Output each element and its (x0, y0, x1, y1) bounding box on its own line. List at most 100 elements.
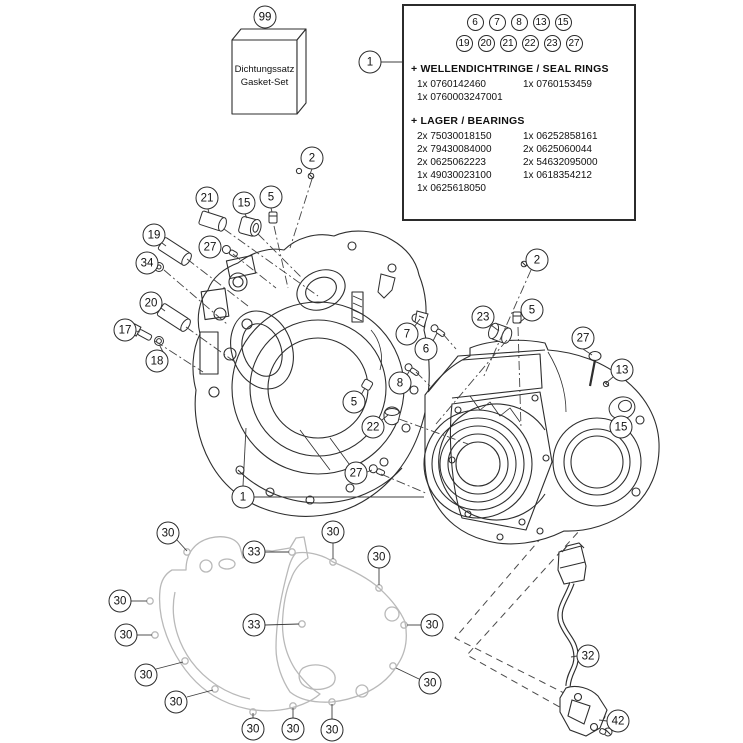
part-number-row: 1x 0625618050 (417, 182, 634, 195)
part-number: 1x 0760003247001 (417, 92, 503, 103)
callout-15: 15 (554, 14, 572, 31)
info-box-sections: + WELLENDICHTRINGE / SEAL RINGS 1x 076014… (404, 63, 634, 195)
callout-21: 21 (499, 35, 517, 52)
part-number: 2x 79430084000 (417, 144, 492, 155)
part-number-row: 2x 0625062223 2x 54632095000 (417, 156, 634, 169)
callout-30: 30 (320, 718, 344, 742)
callout-27: 27 (565, 35, 583, 52)
hardware-parts (129, 167, 636, 737)
callout-23: 23 (543, 35, 561, 52)
dowel-pin-21 (198, 210, 227, 232)
callout-33: 33 (242, 540, 266, 564)
gasket-set-label-de: Dichtungssatz (234, 64, 295, 75)
part-number-row: 1x 0760142460 1x 0760153459 (417, 78, 634, 91)
left-crankcase-half (192, 230, 430, 517)
callout-22: 22 (521, 35, 539, 52)
gasket-set-label-en: Gasket-Set (240, 77, 289, 88)
sleeve-20 (156, 303, 191, 332)
plug-5-right (512, 311, 522, 324)
right-crankcase-half (423, 339, 660, 545)
callout-21: 21 (195, 186, 219, 210)
part-number: 2x 0625060044 (523, 144, 592, 155)
callout-30: 30 (114, 623, 138, 647)
assembly-axes (154, 178, 532, 495)
callout-5: 5 (259, 185, 283, 209)
part-number: 2x 75030018150 (417, 131, 492, 142)
callout-5: 5 (520, 298, 544, 322)
bushing-15-left (238, 216, 262, 237)
callout-30: 30 (164, 690, 188, 714)
screw-27-right (588, 351, 602, 387)
callout-13: 13 (610, 358, 634, 382)
part-number: 1x 0760153459 (523, 79, 592, 90)
part-number: 1x 0625618050 (417, 183, 486, 194)
part-number: 1x 0618354212 (523, 170, 592, 181)
callout-30: 30 (321, 520, 345, 544)
part-number-row: 1x 0760003247001 (417, 91, 634, 104)
part-number: 2x 0625062223 (417, 157, 486, 168)
screw-27-left (221, 245, 238, 258)
parts-section-header: + WELLENDICHTRINGE / SEAL RINGS (411, 63, 609, 75)
pin-13 (602, 380, 610, 388)
callout-20: 20 (477, 35, 495, 52)
callout-13: 13 (532, 14, 550, 31)
callout-8: 8 (388, 371, 412, 395)
plug-5-top (268, 211, 278, 224)
part-number: 1x 0760142460 (417, 79, 486, 90)
screw-6 (430, 324, 446, 337)
callout-99: 99 (253, 5, 277, 29)
part-number-row: 2x 75030018150 1x 06252858161 (417, 130, 634, 143)
callout-30: 30 (281, 717, 305, 741)
callout-30: 30 (156, 521, 180, 545)
part-number: 1x 06252858161 (523, 131, 598, 142)
callout-30: 30 (418, 671, 442, 695)
callout-34: 34 (135, 251, 159, 275)
callout-30: 30 (367, 545, 391, 569)
callout-2: 2 (525, 248, 549, 272)
callout-17: 17 (113, 318, 137, 342)
sensor-body (559, 685, 608, 737)
engine-case-gasket (158, 536, 336, 712)
callout-15: 15 (232, 191, 256, 215)
parts-section-header: + LAGER / BEARINGS (411, 115, 525, 127)
gasket-set-box (231, 28, 307, 115)
callout-32: 32 (576, 644, 600, 668)
callout-5: 5 (342, 390, 366, 414)
callout-7: 7 (395, 322, 419, 346)
callout-8: 8 (510, 14, 528, 31)
part-number: 2x 54632095000 (523, 157, 598, 168)
callout-7: 7 (488, 14, 506, 31)
callout-2: 2 (300, 146, 324, 170)
grommet-22 (383, 406, 401, 426)
callout-33: 33 (242, 613, 266, 637)
callout-6: 6 (414, 337, 438, 361)
sensor-connector (557, 542, 587, 585)
callout-30: 30 (420, 613, 444, 637)
callout-30: 30 (241, 717, 265, 741)
callout-30: 30 (134, 663, 158, 687)
parts-number-list: 1x 0760142460 1x 0760153459 1x 07600032470… (417, 78, 634, 104)
callout-6: 6 (466, 14, 484, 31)
callout-1: 1 (358, 50, 382, 74)
part-number-row: 2x 79430084000 2x 0625060044 (417, 143, 634, 156)
callout-1: 1 (231, 485, 255, 509)
clutch-cover-gasket (146, 548, 408, 716)
callout-27: 27 (571, 326, 595, 350)
callout-27: 27 (344, 461, 368, 485)
callout-27: 27 (198, 235, 222, 259)
callout-30: 30 (108, 589, 132, 613)
callout-42: 42 (606, 709, 630, 733)
callout-18: 18 (145, 349, 169, 373)
shim-18 (154, 336, 164, 346)
gasket-set-label: Dichtungssatz Gasket-Set (233, 63, 296, 89)
callout-22: 22 (361, 415, 385, 439)
callout-19: 19 (142, 223, 166, 247)
callout-23: 23 (471, 305, 495, 329)
